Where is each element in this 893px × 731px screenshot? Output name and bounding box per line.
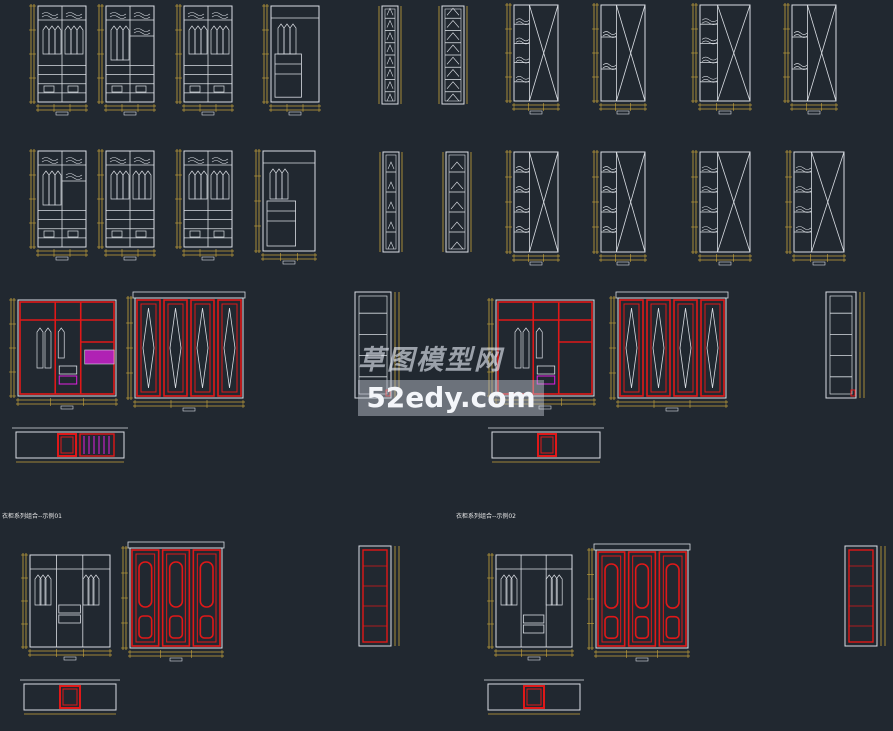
group-caption-right: 衣柜系列组合--示例02	[456, 513, 516, 520]
door-panel-cross	[783, 3, 838, 115]
door-panel-cross	[505, 150, 560, 266]
wardrobe-interior-elevation	[21, 553, 112, 661]
door-panel-cross	[691, 150, 752, 266]
door-panel-cross	[505, 3, 560, 115]
plan-view	[20, 679, 120, 715]
wardrobe-interior-elevation	[97, 149, 156, 261]
wardrobe-interior-elevation	[487, 553, 574, 661]
colored-door-elevation	[587, 543, 691, 662]
colored-door-elevation	[121, 541, 225, 662]
wardrobe-interior-elevation	[29, 149, 88, 261]
wardrobe-interior-elevation	[97, 4, 156, 116]
side-section	[825, 291, 865, 399]
wardrobe-insert-elevation	[254, 149, 317, 265]
wardrobe-interior-elevation	[175, 4, 234, 116]
side-section	[354, 291, 400, 399]
wardrobe-interior-elevation	[29, 4, 88, 116]
plan-view	[488, 427, 604, 463]
door-panel-cross	[691, 3, 752, 115]
plan-view	[484, 679, 584, 715]
watermark-title: 草图模型网	[358, 345, 503, 376]
colored-wardrobe-interior	[487, 298, 596, 410]
colored-door-elevation	[609, 291, 729, 412]
wardrobe-interior-elevation	[175, 149, 234, 261]
door-panel-cross	[592, 150, 647, 266]
door-panel-cross	[785, 150, 846, 266]
narrow-shelf-unit	[442, 151, 472, 253]
door-panel-cross	[592, 3, 647, 115]
side-section	[358, 545, 400, 647]
watermark-url: 52edy.com	[358, 380, 544, 416]
narrow-shelf-unit	[379, 151, 403, 253]
side-section	[844, 545, 886, 647]
group-caption-left: 衣柜系列组合--示例01	[2, 513, 62, 520]
narrow-shelf-unit	[438, 5, 468, 105]
plan-view	[12, 427, 128, 463]
colored-door-elevation	[126, 291, 246, 412]
narrow-shelf-unit	[378, 5, 402, 105]
wardrobe-insert-elevation	[262, 4, 321, 116]
colored-wardrobe-interior	[9, 298, 118, 410]
